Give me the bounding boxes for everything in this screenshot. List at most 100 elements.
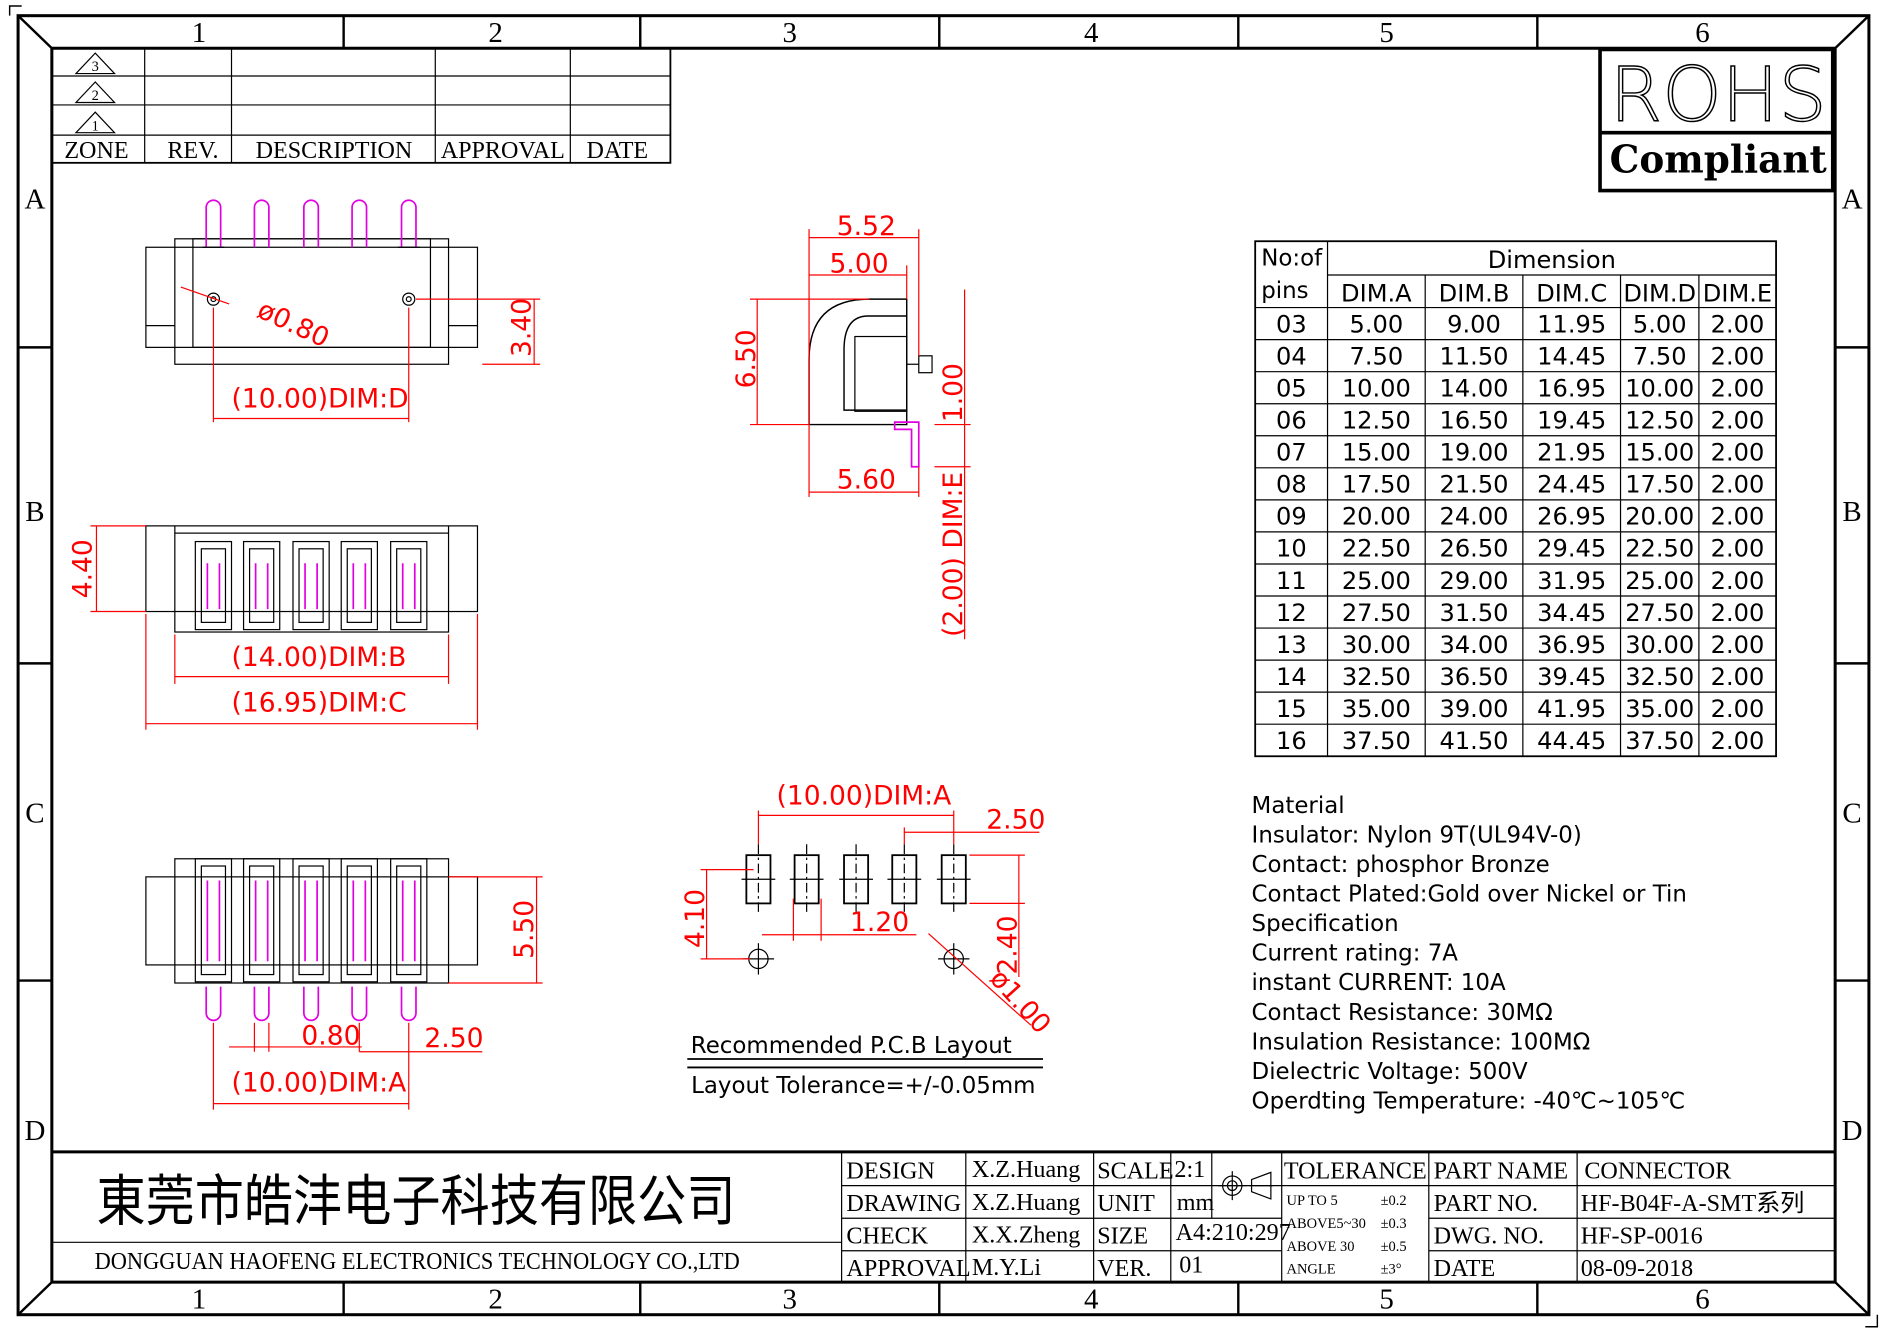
note-line: Specification [1252,911,1399,937]
table-cell: 2.00 [1711,374,1765,402]
zone-side-b-right: B [1842,496,1861,528]
ver-value: 01 [1179,1252,1203,1278]
dimension-header: Dimension [1488,246,1616,274]
dim-d-label: (10.00)DIM:D [232,384,409,415]
pcb-pads [741,844,971,915]
table-cell: 11.95 [1537,310,1606,338]
ver-label: VER. [1097,1256,1151,1282]
width-5-00-label: 5.00 [830,249,889,280]
pin-width-label: 0.80 [301,1021,360,1052]
company-name-chinese: 東莞市皓沣电子科技有限公司 [96,1171,735,1235]
header-approval: APPROVAL [441,138,565,164]
table-cell: 37.50 [1342,727,1411,755]
table-cell: 30.00 [1625,631,1694,659]
drawing-frame [8,5,1879,1328]
table-cell: 5.00 [1350,310,1404,338]
table-cell: 03 [1276,310,1307,338]
table-cell: 2.00 [1711,663,1765,691]
table-cell: 35.00 [1342,695,1411,723]
bottom-view-drawing: 5.50 0.80 2.50 (10.00)DIM:A [145,858,543,1110]
part-name-value: CONNECTOR [1584,1158,1732,1184]
tolerance-range-2: ABOVE5~30 [1287,1216,1366,1232]
approval-label: APPROVAL [846,1256,970,1282]
table-cell: 36.95 [1537,631,1606,659]
table-cell: 39.45 [1537,663,1606,691]
table-cell: 20.00 [1342,503,1411,531]
note-line: Insulation Resistance: 100MΩ [1252,1029,1591,1055]
table-cell: 37.50 [1625,727,1694,755]
svg-text:2: 2 [92,88,99,104]
note-line: Dielectric Voltage: 500V [1252,1059,1528,1085]
zone-bottom-1: 1 [192,1284,206,1316]
table-cell: 2.00 [1711,695,1765,723]
pcb-dim-a-label: (10.00)DIM:A [777,780,952,811]
contact-slot [390,540,428,631]
zone-top-1: 1 [192,17,206,49]
layout-tolerance-note: Layout Tolerance=+/-0.05mm [691,1073,1035,1099]
table-cell: 7.50 [1633,342,1687,370]
note-line: Current rating: 7A [1252,941,1459,967]
pad-height-label: 2.40 [992,916,1023,975]
contact-slot [340,858,379,983]
drawing-value: X.Z.Huang [972,1190,1080,1216]
zone-side-b: B [25,496,44,528]
pcb-layout-drawing: (10.00)DIM:A 2.50 4.10 1.20 2.40 ø1.00 R… [680,780,1057,1098]
table-cell: 2.00 [1711,535,1765,563]
zone-top-2: 2 [488,17,502,49]
table-cell: 31.50 [1440,599,1509,627]
rohs-title: ROHS [1610,52,1827,139]
table-cell: 27.50 [1625,599,1694,627]
table-cell: 11 [1276,567,1307,595]
pins-header: No:of [1261,245,1323,271]
table-cell: 21.50 [1440,471,1509,499]
table-cell: 2.00 [1711,310,1765,338]
table-cell: 2.00 [1711,599,1765,627]
table-cell: 30.00 [1342,631,1411,659]
column-header: DIM.A [1341,280,1412,308]
zone-side-d-right: D [1842,1115,1863,1147]
contact-slots [194,858,428,983]
table-cell: 24.45 [1537,471,1606,499]
zone-top-3: 3 [783,17,797,49]
drawing-label: DRAWING [846,1191,961,1217]
header-rev: REV. [167,138,218,164]
table-cell: 17.50 [1342,471,1411,499]
height-3-40-label: 3.40 [507,298,538,357]
pcb-pitch-label: 2.50 [986,805,1045,836]
note-line: Material [1252,793,1345,819]
table-cell: 10.00 [1342,374,1411,402]
unit-value: mm [1177,1190,1215,1216]
size-label: SIZE [1097,1224,1148,1250]
dim-c-label: (16.95)DIM:C [232,688,407,719]
zone-side-a-right: A [1842,184,1863,216]
table-cell: 2.00 [1711,342,1765,370]
height-5-50-label: 5.50 [509,900,540,959]
width-5-60-label: 5.60 [837,464,896,495]
table-cell: 24.00 [1440,503,1509,531]
table-cell: 29.00 [1440,567,1509,595]
table-cell: 06 [1276,407,1307,435]
table-cell: 11.50 [1440,342,1509,370]
table-cell: 2.00 [1711,503,1765,531]
zone-top-6: 6 [1695,17,1709,49]
note-line: Insulator: Nylon 9T(UL94V-0) [1252,822,1582,848]
dwg-no-label: DWG. NO. [1434,1224,1544,1250]
column-header: DIM.B [1439,280,1510,308]
contact-slot [194,858,233,983]
table-cell: 19.45 [1537,407,1606,435]
front-view-drawing: 4.40 (14.00)DIM:B (16.95)DIM:C [68,525,479,730]
table-cell: 22.50 [1342,535,1411,563]
part-name-label: PART NAME [1434,1158,1569,1184]
table-cell: 2.00 [1711,407,1765,435]
revision-mark-1-icon: 1 [74,111,116,134]
top-view-drawing: ø0.80 (10.00)DIM:D 3.40 [145,199,541,423]
design-label: DESIGN [846,1158,934,1184]
first-angle-projection-icon [1217,1171,1274,1201]
tolerance-value-4: ±3° [1381,1262,1402,1278]
rohs-subtitle: Compliant [1610,137,1827,182]
table-cell: 13 [1276,631,1307,659]
pcb-hole-diameter-label: ø1.00 [984,963,1057,1040]
scale-label: SCALE [1097,1158,1173,1184]
dwg-no-value: HF-SP-0016 [1581,1224,1703,1250]
